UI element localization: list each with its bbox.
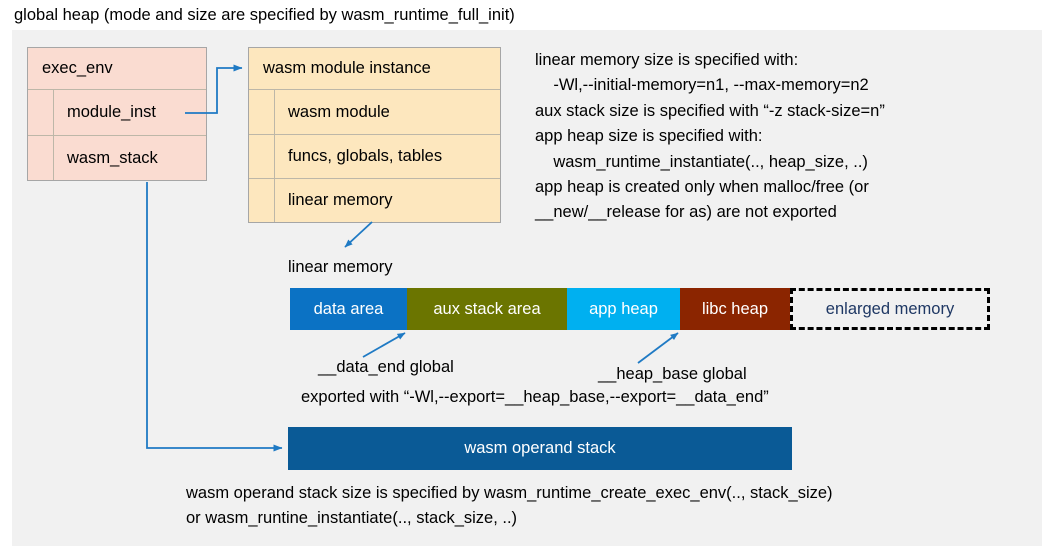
page-title: global heap (mode and size are specified…	[14, 6, 515, 24]
wasm-operand-stack-box: wasm operand stack	[288, 427, 792, 470]
module-instance-field-label: linear memory	[275, 178, 500, 222]
module-instance-field-linear-memory: linear memory	[249, 178, 500, 222]
indent-spacer	[249, 178, 275, 222]
exec-env-field-wasm-stack: wasm_stack	[28, 135, 206, 180]
memory-segment-data-area: data area	[290, 288, 407, 330]
memory-segment-aux-stack-area: aux stack area	[407, 288, 567, 330]
indent-spacer	[28, 135, 54, 180]
memory-segment-label: libc heap	[701, 299, 769, 318]
module-instance-field-funcs-globals-tables: funcs, globals, tables	[249, 134, 500, 178]
exec-env-header-label: exec_env	[42, 59, 113, 77]
module-instance-field-wasm-module: wasm module	[249, 90, 500, 134]
memory-segment-label: aux stack area	[433, 299, 541, 318]
operand-stack-note: wasm operand stack size is specified by …	[186, 484, 833, 528]
indent-spacer	[249, 134, 275, 178]
exec-env-struct: exec_env module_inst wasm_stack	[27, 47, 207, 181]
exported-annotation: exported with “-Wl,--export=__heap_base,…	[301, 388, 769, 406]
data-end-annotation: __data_end global	[318, 358, 454, 376]
module-instance-field-label: wasm module	[288, 102, 390, 121]
memory-segment-label: data area	[313, 299, 384, 318]
indent-spacer	[28, 90, 54, 135]
heap-base-annotation: __heap_base global	[598, 365, 747, 383]
linear-memory-bar: data area aux stack area app heap libc heap…	[290, 288, 990, 330]
memory-segment-label: app heap	[589, 299, 658, 318]
exec-env-header: exec_env	[28, 48, 206, 90]
indent-spacer	[249, 90, 275, 134]
exec-env-field-label: wasm_stack	[54, 135, 206, 180]
memory-segment-libc-heap: libc heap	[680, 288, 790, 330]
exec-env-field-module-inst: module_inst	[28, 90, 206, 135]
module-instance-field-label: funcs, globals, tables	[275, 134, 500, 178]
wasm-operand-stack-label: wasm operand stack	[464, 439, 616, 457]
exec-env-field-label: module_inst	[67, 103, 156, 121]
memory-segment-enlarged-memory: enlarged memory	[790, 288, 990, 330]
wasm-module-instance-struct: wasm module instance wasm module funcs, …	[248, 47, 501, 223]
memory-segment-label: enlarged memory	[825, 299, 955, 318]
module-instance-header-label: wasm module instance	[263, 59, 431, 77]
linear-memory-note: linear memory size is specified with: -W…	[535, 51, 885, 222]
memory-segment-app-heap: app heap	[567, 288, 680, 330]
linear-memory-label: linear memory	[288, 258, 393, 276]
module-instance-header: wasm module instance	[249, 48, 500, 90]
